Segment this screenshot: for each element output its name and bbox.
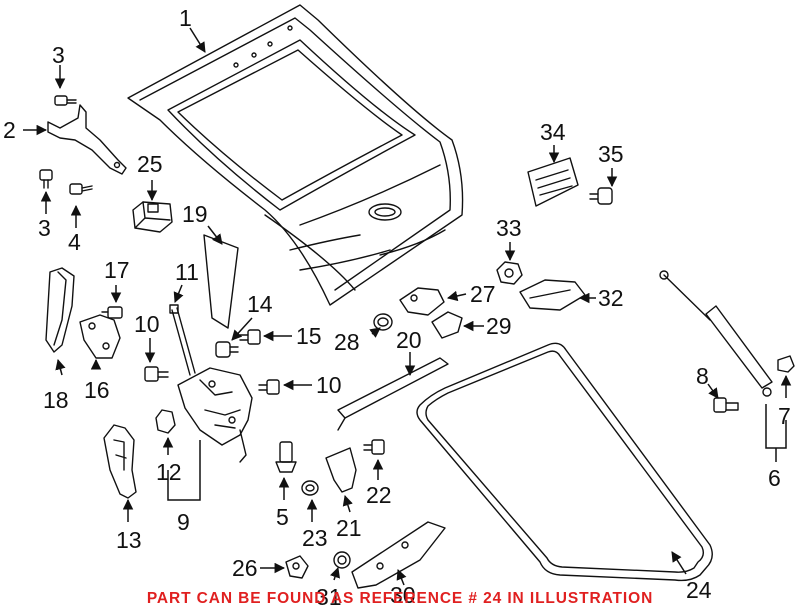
grommet-28 bbox=[373, 313, 393, 331]
callout-28: 28 bbox=[334, 329, 360, 355]
callout-29: 29 bbox=[486, 313, 512, 339]
bracket-34 bbox=[527, 157, 579, 207]
cap-7 bbox=[777, 355, 795, 373]
molding-18 bbox=[45, 267, 75, 353]
bolt-17 bbox=[101, 306, 123, 319]
callout-19: 19 bbox=[182, 201, 208, 227]
callout-15: 15 bbox=[296, 323, 322, 349]
callout-10-right: 10 bbox=[316, 372, 342, 398]
latch-assembly-9 bbox=[177, 367, 253, 463]
liftgate-panel bbox=[127, 4, 464, 306]
callout-32: 32 bbox=[598, 285, 624, 311]
callout-14: 14 bbox=[247, 291, 273, 317]
bolt-3-top bbox=[54, 95, 77, 106]
seal-24 bbox=[416, 342, 713, 582]
callout-16: 16 bbox=[84, 377, 110, 403]
callout-35: 35 bbox=[598, 141, 624, 167]
rod-11 bbox=[169, 304, 196, 376]
latch-27 bbox=[399, 287, 445, 316]
weatherstrip-20 bbox=[337, 357, 449, 431]
bolt-10-right bbox=[258, 379, 280, 395]
callout-20: 20 bbox=[396, 327, 422, 353]
stud-8 bbox=[713, 397, 739, 413]
callout-18: 18 bbox=[43, 387, 69, 413]
callout-11: 11 bbox=[175, 259, 199, 285]
callout-24: 24 bbox=[686, 577, 712, 603]
bolt-22 bbox=[363, 439, 385, 455]
callout-25: 25 bbox=[137, 151, 163, 177]
bolt-15 bbox=[239, 329, 261, 345]
bracket-30 bbox=[351, 521, 446, 589]
callout-5: 5 bbox=[276, 504, 289, 530]
callout-12: 12 bbox=[156, 459, 182, 485]
callout-27: 27 bbox=[470, 281, 496, 307]
callout-8: 8 bbox=[696, 363, 709, 389]
bolt-4 bbox=[69, 183, 93, 195]
callout-33: 33 bbox=[496, 215, 522, 241]
bolt-35 bbox=[589, 187, 613, 205]
grommet-31 bbox=[333, 551, 351, 569]
bolt-10-left bbox=[144, 366, 169, 382]
handle-13 bbox=[103, 424, 137, 499]
bolt-5 bbox=[275, 441, 297, 473]
callout-1: 1 bbox=[179, 5, 192, 31]
handle-32 bbox=[519, 279, 586, 311]
bumper-25 bbox=[132, 201, 173, 233]
callout-23: 23 bbox=[302, 525, 328, 551]
callout-4: 4 bbox=[68, 229, 81, 255]
callout-17: 17 bbox=[104, 257, 130, 283]
callout-9: 9 bbox=[177, 509, 190, 535]
clip-26 bbox=[285, 555, 309, 579]
callout-6: 6 bbox=[768, 465, 781, 491]
leader-lines bbox=[23, 27, 792, 586]
bracket-21 bbox=[325, 447, 357, 493]
callout-34: 34 bbox=[540, 119, 566, 145]
nut-33 bbox=[496, 261, 523, 285]
grommet-23 bbox=[301, 480, 319, 496]
reference-note: PART CAN BE FOUND AS REFERENCE # 24 IN I… bbox=[146, 590, 654, 607]
callout-2: 2 bbox=[3, 117, 16, 143]
callout-3-bottom: 3 bbox=[38, 215, 51, 241]
callout-3-top: 3 bbox=[52, 42, 65, 68]
callout-31: 31 bbox=[316, 584, 342, 610]
callout-7: 7 bbox=[778, 403, 791, 429]
hinge bbox=[47, 104, 127, 175]
callout-labels: 1 2 3 3 4 25 19 18 16 17 10 11 14 15 10 … bbox=[3, 5, 791, 610]
callout-10-left: 10 bbox=[134, 311, 160, 337]
callout-13: 13 bbox=[116, 527, 142, 553]
clip-14 bbox=[215, 341, 239, 358]
switch-29 bbox=[431, 311, 463, 339]
callout-22: 22 bbox=[366, 482, 392, 508]
bracket-16 bbox=[79, 314, 121, 359]
callout-21: 21 bbox=[336, 515, 362, 541]
callout-26: 26 bbox=[232, 555, 258, 581]
block-12 bbox=[155, 409, 176, 434]
callout-30: 30 bbox=[390, 582, 416, 608]
bolt-3-bottom bbox=[39, 169, 53, 189]
gas-strut-6 bbox=[659, 270, 773, 397]
trim-19 bbox=[203, 234, 239, 329]
